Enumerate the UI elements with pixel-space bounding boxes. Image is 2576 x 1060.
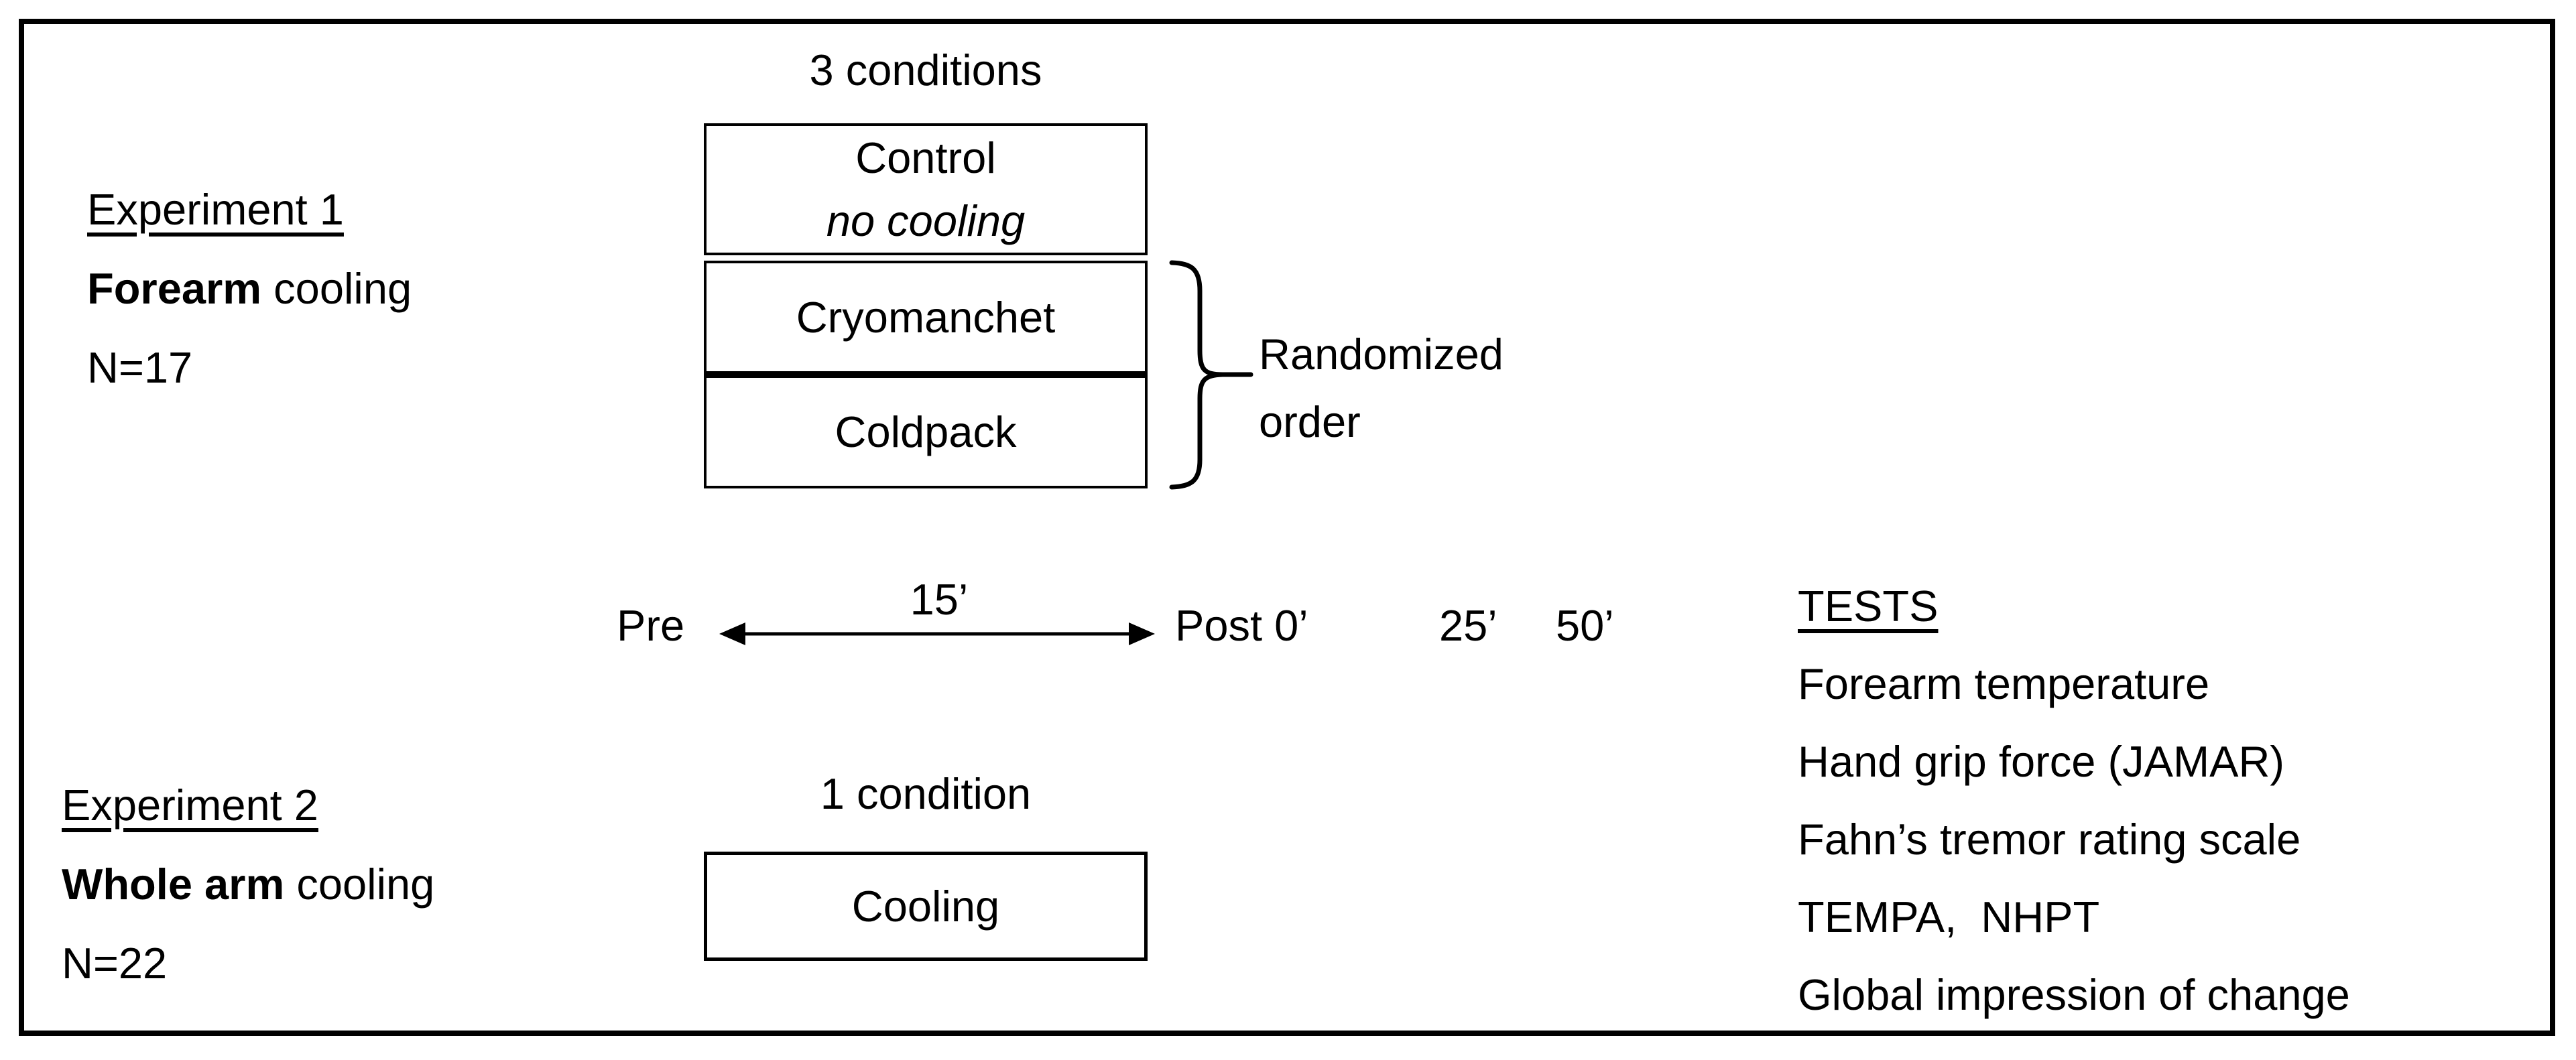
tests-item: Hand grip force (JAMAR): [1798, 737, 2285, 786]
tests-item: TEMPA, NHPT: [1798, 892, 2100, 941]
cooling-label: Cooling: [851, 882, 1000, 931]
randomized-order-line2: order: [1259, 397, 1361, 446]
experiment2-subtitle: Whole arm cooling: [62, 845, 434, 924]
control-label: Control: [855, 133, 996, 182]
conditions3-header: 3 conditions: [809, 46, 1042, 94]
timeline-interval-label: 15’: [910, 575, 969, 624]
cryomanchet-label: Cryomanchet: [796, 293, 1056, 342]
tests-item: Fahn’s tremor rating scale: [1798, 815, 2301, 864]
experiment2-subject-bold: Whole arm: [62, 860, 285, 909]
timeline-25-label: 25’: [1439, 601, 1497, 650]
experiment2-title: Experiment 2: [62, 781, 318, 830]
experiment1-subject-bold: Forearm: [87, 264, 262, 313]
tests-item: Global impression of change: [1798, 970, 2350, 1019]
tests-item: Forearm temperature: [1798, 659, 2210, 708]
experiment2-block: Experiment 2 Whole arm cooling N=22: [62, 766, 434, 1003]
randomized-order-line1: Randomized: [1259, 330, 1504, 379]
cooling-condition-box: Cooling: [704, 852, 1148, 961]
figure-frame: [19, 19, 2555, 1036]
experiment1-subtitle: Forearm cooling: [87, 249, 412, 328]
timeline-50-label: 50’: [1556, 601, 1614, 650]
experiment1-title: Experiment 1: [87, 185, 344, 234]
timeline-pre-label: Pre: [617, 601, 685, 650]
control-condition-box: Control no cooling: [704, 123, 1148, 255]
control-sublabel: no cooling: [826, 196, 1026, 245]
randomized-order-label: Randomized order: [1259, 320, 1504, 456]
coldpack-label: Coldpack: [835, 407, 1017, 456]
experiment2-sample-size: N=22: [62, 939, 168, 988]
condition1-header: 1 condition: [820, 769, 1032, 818]
experiment1-sample-size: N=17: [87, 343, 193, 392]
experiment1-subject-rest: cooling: [261, 264, 412, 313]
tests-block: TESTS Forearm temperature Hand grip forc…: [1798, 568, 2350, 1034]
randomized-conditions-box: Cryomanchet Coldpack: [704, 261, 1148, 488]
experiment2-subject-rest: cooling: [284, 860, 435, 909]
box-divider: [707, 371, 1145, 378]
experiment1-block: Experiment 1 Forearm cooling N=17: [87, 170, 412, 407]
tests-header: TESTS: [1798, 582, 1939, 631]
timeline-post-label: Post 0’: [1175, 601, 1308, 650]
